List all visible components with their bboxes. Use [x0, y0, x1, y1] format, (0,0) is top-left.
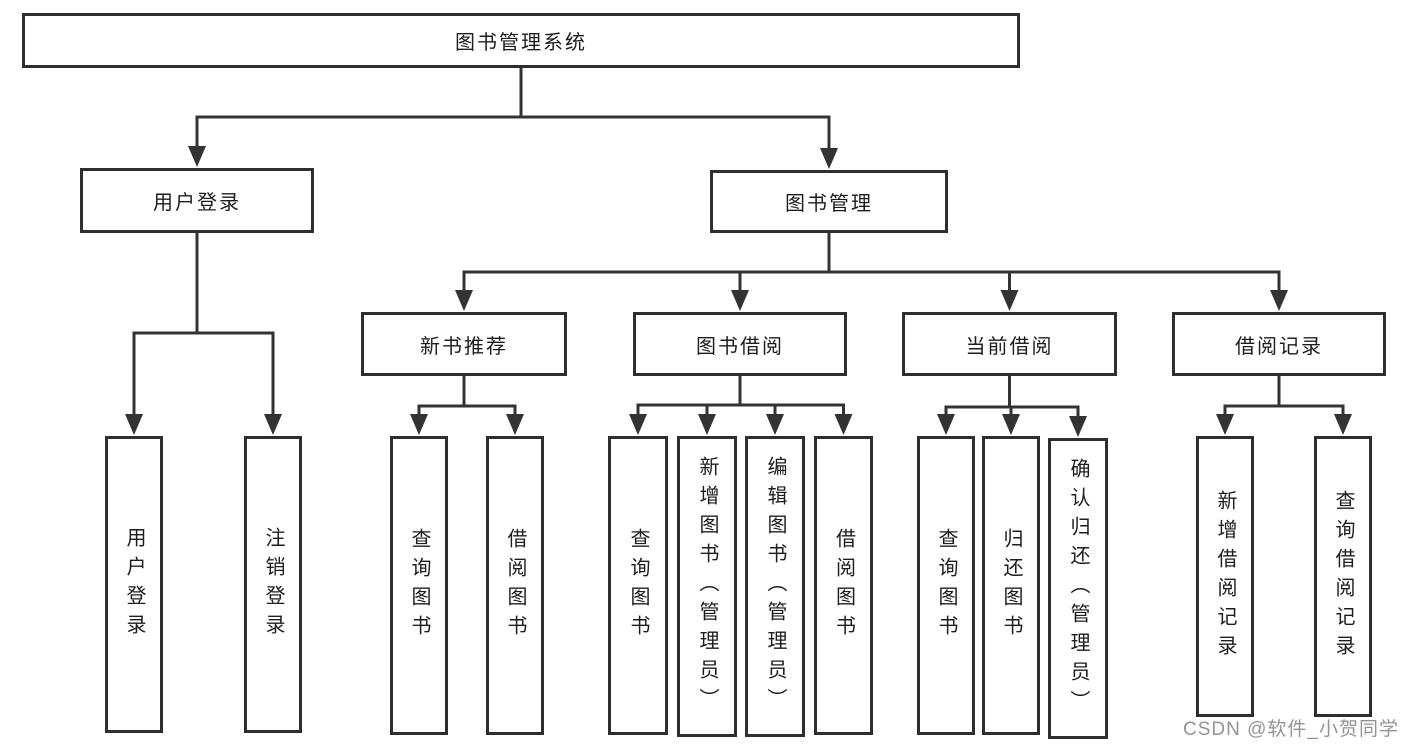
node-cb-return-book: 归还图书: [982, 436, 1040, 735]
node-bb-edit-book: 编辑图书（管理员）: [745, 436, 805, 737]
arrowhead-icon: [1334, 414, 1352, 435]
node-label-new-book-rec: 新书推荐: [420, 335, 508, 358]
arrowhead-icon: [1270, 290, 1288, 311]
node-label-br-add-record: 新增借阅记录: [1214, 489, 1236, 664]
node-new-book-rec: 新书推荐: [361, 312, 567, 376]
node-br-query-record: 查询借阅记录: [1314, 436, 1372, 717]
node-label-borrow-records: 借阅记录: [1235, 335, 1323, 358]
node-label-bb-borrow-book: 借阅图书: [832, 527, 855, 644]
node-label-root: 图书管理系统: [455, 32, 587, 54]
arrowhead-icon: [766, 414, 784, 435]
arrowhead-icon: [698, 414, 716, 435]
arrowhead-icon: [1216, 414, 1234, 435]
arrowhead-icon: [820, 148, 838, 169]
arrowhead-icon: [834, 414, 853, 435]
node-label-br-query-record: 查询借阅记录: [1332, 489, 1354, 664]
node-rec-query-book: 查询图书: [390, 436, 448, 735]
node-label-leaf-user-login: 用户登录: [123, 526, 145, 643]
node-book-borrow: 图书借阅: [633, 312, 847, 376]
node-label-user-login: 用户登录: [153, 192, 241, 214]
node-label-leaf-logout: 注销登录: [262, 526, 284, 643]
arrowhead-icon: [629, 414, 647, 435]
arrowhead-icon: [125, 414, 143, 435]
node-bb-add-book: 新增图书（管理员）: [677, 436, 737, 737]
arrowhead-icon: [410, 414, 428, 435]
node-user-login: 用户登录: [80, 168, 314, 233]
arrowhead-icon: [506, 414, 524, 435]
node-label-bb-add-book: 新增图书（管理员）: [696, 456, 718, 717]
node-label-cb-confirm: 确认归还（管理员）: [1067, 458, 1089, 719]
node-label-bb-query-book: 查询图书: [627, 527, 649, 644]
node-label-rec-borrow-book: 借阅图书: [504, 527, 526, 644]
node-cb-query-book: 查询图书: [917, 436, 975, 735]
node-bb-query-book: 查询图书: [608, 436, 668, 735]
node-label-bb-edit-book: 编辑图书（管理员）: [764, 456, 786, 717]
arrowhead-icon: [455, 290, 473, 311]
node-leaf-logout: 注销登录: [244, 436, 302, 733]
node-label-book-mgmt: 图书管理: [785, 193, 873, 215]
node-borrow-records: 借阅记录: [1172, 312, 1386, 376]
arrowhead-icon: [264, 414, 282, 435]
arrowhead-icon: [731, 290, 749, 311]
node-br-add-record: 新增借阅记录: [1196, 436, 1254, 717]
node-label-book-borrow: 图书借阅: [696, 335, 784, 358]
csdn-watermark: CSDN @软件_小贺同学: [1183, 719, 1399, 740]
node-label-rec-query-book: 查询图书: [408, 527, 430, 644]
arrowhead-icon: [1069, 416, 1087, 437]
arrowhead-icon: [188, 146, 206, 167]
node-label-cb-return-book: 归还图书: [1000, 527, 1022, 644]
node-current-borrow: 当前借阅: [902, 312, 1117, 376]
arrowhead-icon: [1000, 290, 1019, 311]
node-book-mgmt: 图书管理: [710, 170, 948, 233]
arrowhead-icon: [1002, 414, 1020, 435]
node-cb-confirm: 确认归还（管理员）: [1048, 438, 1108, 739]
node-label-current-borrow: 当前借阅: [965, 335, 1054, 358]
node-rec-borrow-book: 借阅图书: [486, 436, 544, 735]
node-label-cb-query-book: 查询图书: [935, 527, 957, 644]
arrowhead-icon: [937, 414, 955, 435]
node-root: 图书管理系统: [22, 13, 1020, 68]
node-bb-borrow-book: 借阅图书: [814, 436, 873, 735]
node-leaf-user-login: 用户登录: [105, 436, 163, 733]
